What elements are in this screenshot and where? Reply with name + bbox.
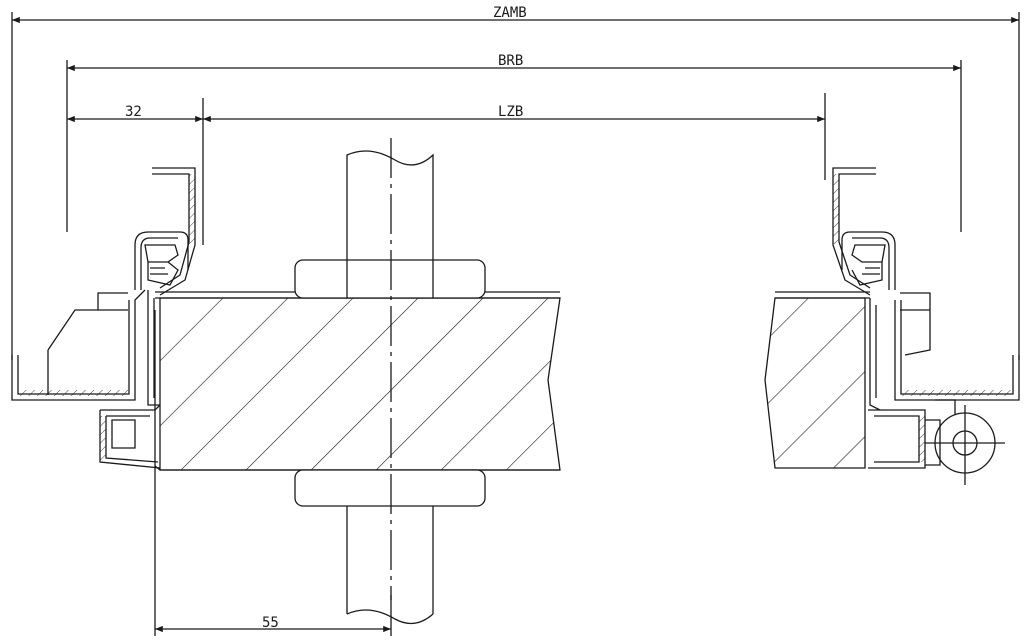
frame-right-profile xyxy=(832,167,1020,469)
dimension-lzb xyxy=(67,93,826,245)
dimension-55 xyxy=(154,310,392,636)
hinge xyxy=(925,399,1005,485)
lzb-label: LZB xyxy=(498,104,523,120)
door-handle xyxy=(294,138,486,625)
door-leaf-right xyxy=(764,291,870,469)
frame-left-profile xyxy=(11,167,196,469)
dimension-brb xyxy=(66,60,962,232)
offset-32-label: 32 xyxy=(125,104,142,120)
offset-55-label: 55 xyxy=(262,615,279,631)
dimension-zamb xyxy=(11,12,1020,360)
door-leaf-left xyxy=(154,291,561,471)
brb-label: BRB xyxy=(498,53,523,69)
zamb-label: ZAMB xyxy=(493,5,527,21)
